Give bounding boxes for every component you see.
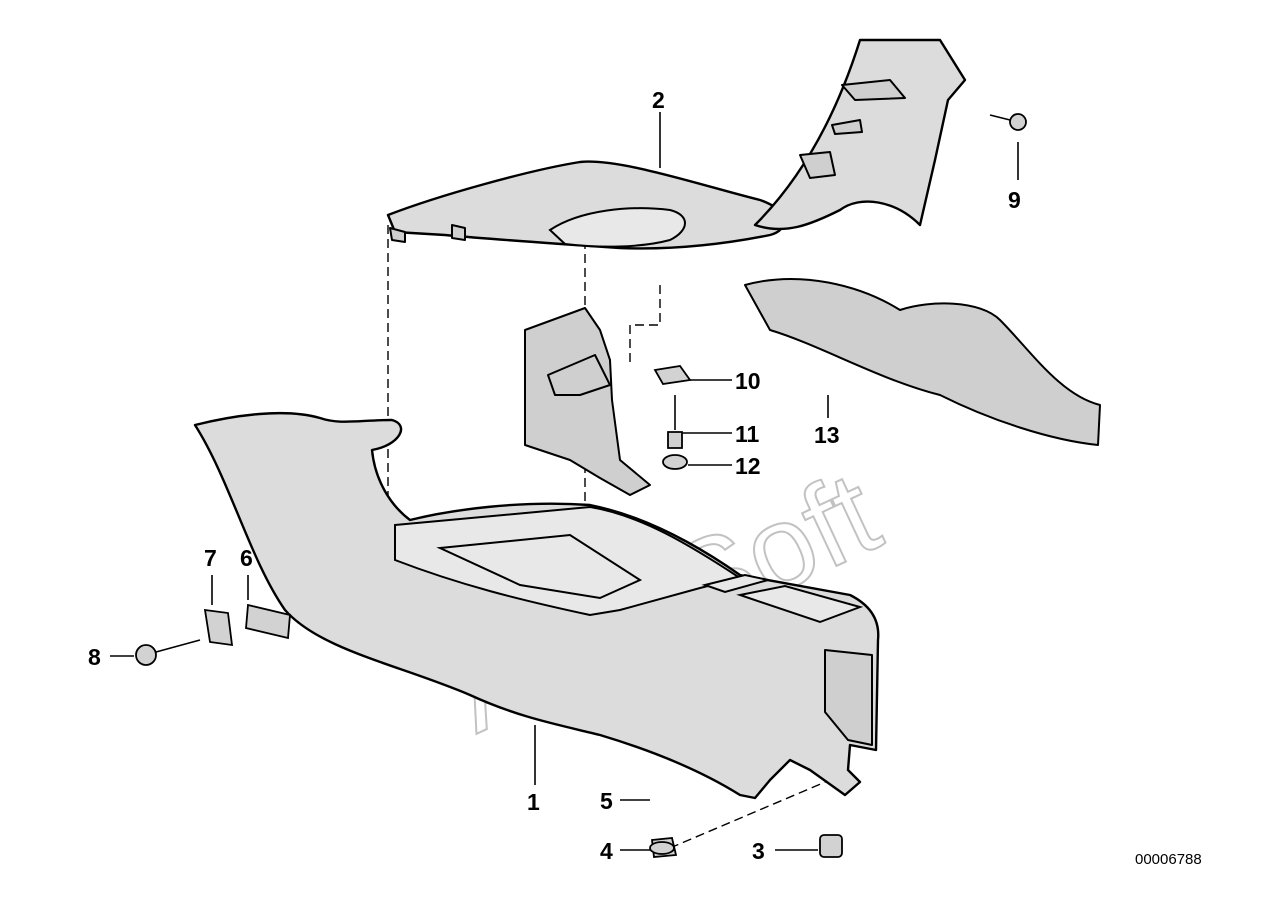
clip-6: [245, 603, 291, 640]
center-console-part-1: [193, 307, 880, 800]
callout-labels: 2 9 10 11 12 13 7 6 8 1 5 4 3: [88, 87, 1021, 864]
screw-9: [989, 113, 1027, 131]
grommet-12: [662, 454, 688, 470]
callout-6: 6: [240, 545, 253, 571]
callout-11: 11: [735, 421, 760, 447]
clip-nut-7: [203, 608, 234, 647]
callout-3: 3: [752, 838, 765, 864]
callout-5: 5: [600, 788, 613, 814]
callout-13: 13: [814, 422, 840, 448]
washer-4: [649, 841, 675, 855]
callout-10: 10: [735, 368, 761, 394]
cover-panel-part-13: [744, 38, 1101, 446]
screw-8: [135, 639, 201, 666]
drawing-number: 00006788: [1135, 851, 1202, 868]
callout-2: 2: [652, 87, 665, 113]
callout-1: 1: [527, 789, 540, 815]
callout-9: 9: [1008, 187, 1021, 213]
screw-11: [667, 395, 683, 449]
bushing-3: [819, 834, 843, 858]
callout-12: 12: [735, 453, 761, 479]
callout-7: 7: [204, 545, 217, 571]
cover-part-2: [386, 160, 786, 250]
leader-lines: [110, 112, 1019, 851]
callout-8: 8: [88, 644, 101, 670]
fastener-10: [653, 365, 692, 385]
callout-4: 4: [600, 838, 613, 864]
